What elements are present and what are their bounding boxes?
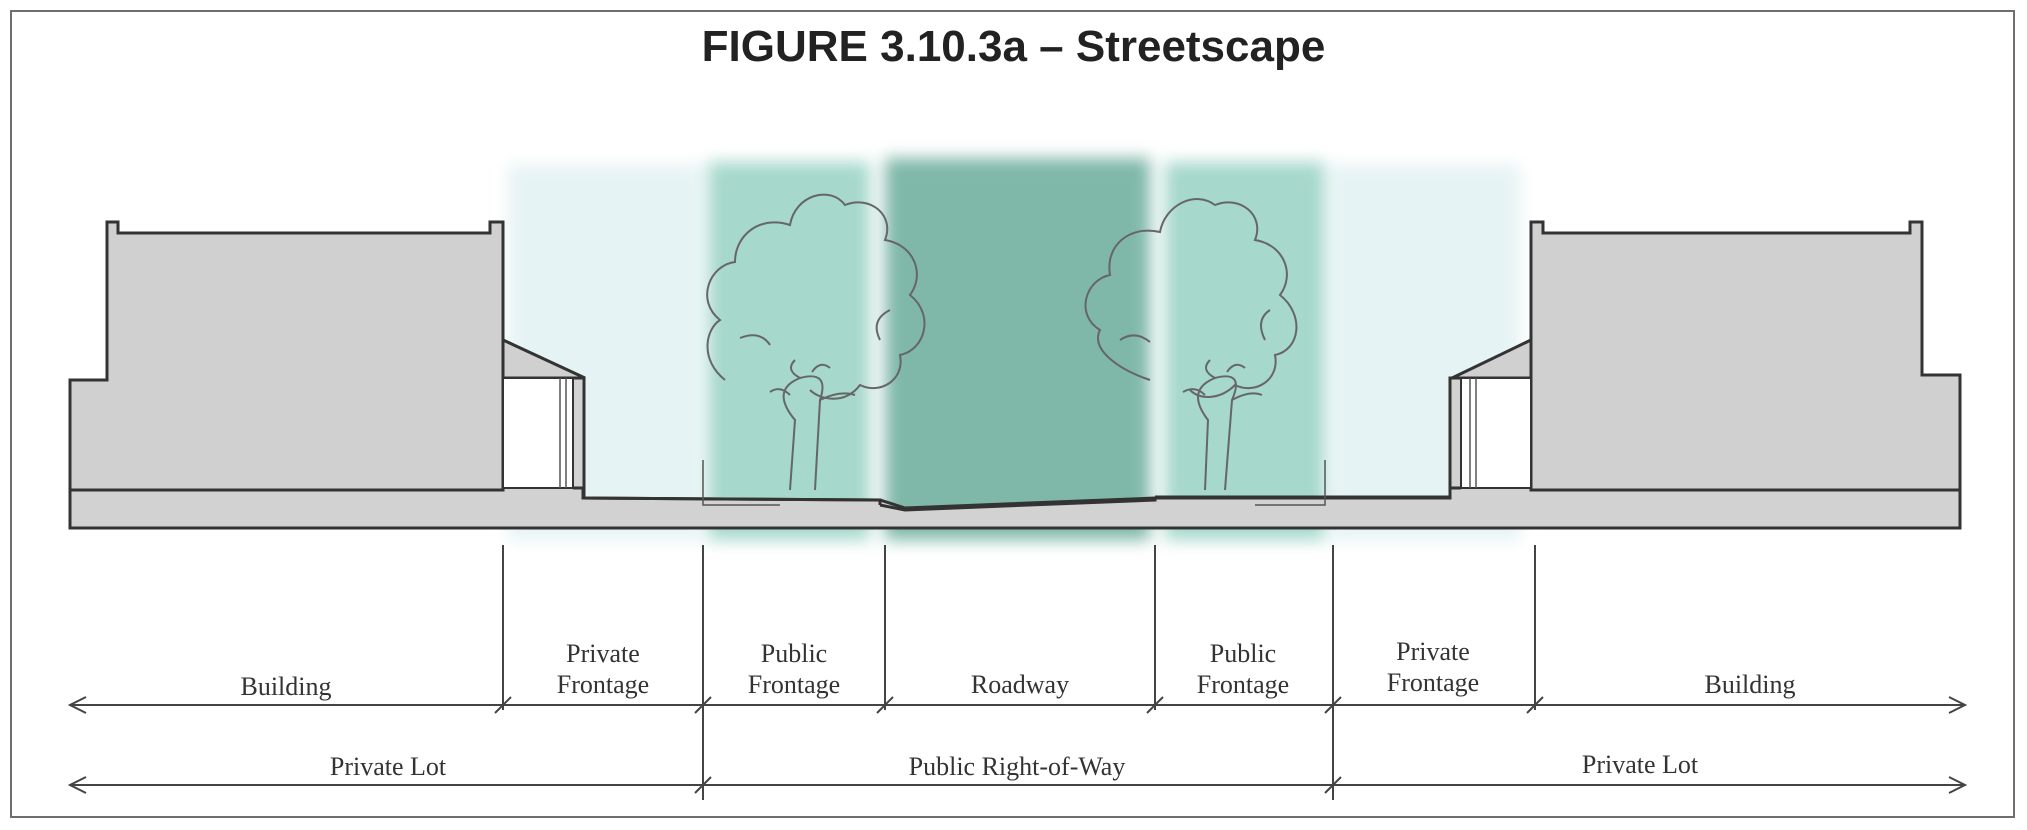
- span-label-public-right-of-way: Public Right-of-Way: [909, 752, 1126, 781]
- span-label-private-lot-left: Private Lot: [330, 752, 447, 781]
- left-tree: [706, 193, 926, 491]
- zone-label-public-frontage-right-1: Public: [1210, 639, 1276, 668]
- zone-dimension-line: [70, 697, 1965, 713]
- figure-title: FIGURE 3.10.3a – Streetscape: [701, 22, 1326, 71]
- roadway-band: [885, 158, 1150, 540]
- zone-bands: [508, 158, 1520, 540]
- left-building: [68, 220, 586, 492]
- zone-dividers: [502, 545, 1536, 800]
- zone-label-private-frontage-right-1: Private: [1396, 637, 1470, 666]
- right-sidewalk: [1155, 486, 1461, 499]
- zone-label-public-frontage-left-1: Public: [761, 639, 827, 668]
- zone-label-building-left: Building: [240, 672, 331, 701]
- zone-label-private-frontage-right-2: Frontage: [1387, 668, 1479, 697]
- zone-label-public-frontage-right-2: Frontage: [1197, 670, 1289, 699]
- ownership-dimension-line: [70, 777, 1965, 793]
- right-porch: [1460, 377, 1532, 489]
- right-tree: [1084, 198, 1298, 491]
- zone-label-private-frontage-left-2: Frontage: [557, 670, 649, 699]
- zone-label-public-frontage-left-2: Frontage: [748, 670, 840, 699]
- public-frontage-left-band: [708, 162, 870, 540]
- zone-label-private-frontage-left-1: Private: [566, 639, 640, 668]
- left-porch: [502, 377, 574, 489]
- zone-label-roadway: Roadway: [971, 670, 1069, 699]
- left-sidewalk: [573, 486, 882, 505]
- zone-label-building-right: Building: [1704, 670, 1795, 699]
- figure-frame: [10, 10, 2015, 818]
- left-planter: [702, 460, 780, 506]
- public-frontage-right-band: [1165, 162, 1325, 540]
- right-planter: [1255, 460, 1326, 506]
- right-building: [1451, 220, 1962, 492]
- span-label-private-lot-right: Private Lot: [1582, 750, 1699, 779]
